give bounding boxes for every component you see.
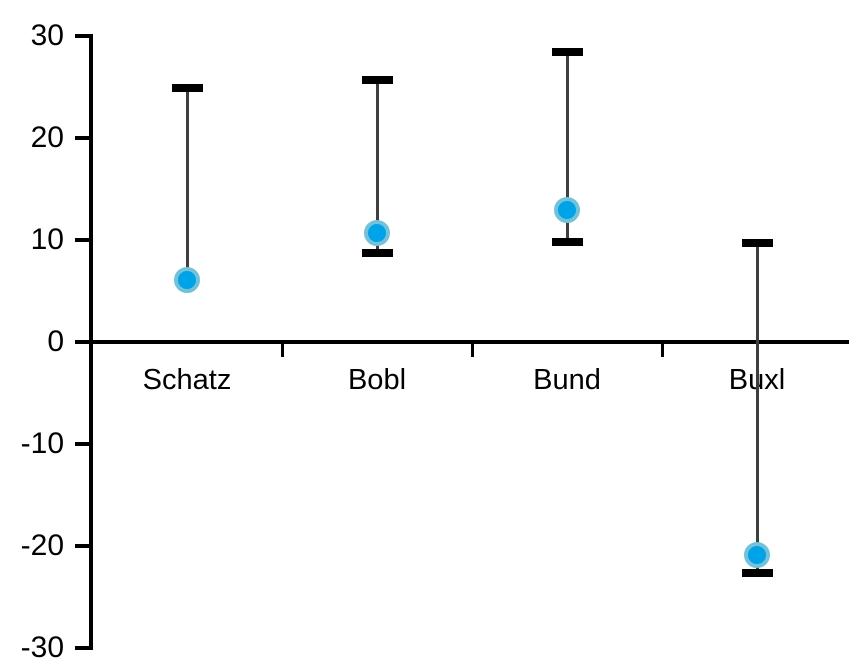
range-high-cap-bobl (361, 76, 393, 84)
range-high-cap-buxl (741, 239, 773, 247)
y-axis-label-0: 0 (47, 325, 64, 358)
range-stem-bund (565, 53, 569, 243)
x-axis-label-buxl: Buxl (657, 363, 852, 397)
x-axis-tick-3 (661, 344, 664, 357)
y-axis-tick-30 (75, 34, 90, 38)
range-low-cap-bobl (361, 249, 393, 257)
y-axis-tick-neg30 (75, 646, 90, 650)
y-axis-label-10: 10 (30, 223, 64, 256)
range-low-cap-buxl (741, 569, 773, 577)
range-stem-schatz (185, 86, 189, 280)
value-marker-bobl[interactable] (364, 220, 390, 246)
value-marker-schatz[interactable] (174, 267, 200, 293)
value-marker-buxl[interactable] (744, 542, 770, 568)
x-axis-zero-line (89, 340, 849, 344)
x-axis-tick-1 (281, 344, 284, 357)
x-axis-label-bund: Bund (533, 364, 601, 396)
range-stem-bobl (375, 80, 379, 255)
range-high-cap-schatz (171, 84, 203, 92)
x-axis-label-bobl: Bobl (347, 364, 407, 396)
y-axis-tick-20 (75, 136, 90, 140)
y-axis-label-20: 20 (30, 121, 64, 154)
y-axis-label-30: 30 (30, 19, 64, 52)
y-axis-tick-neg20 (75, 544, 90, 548)
y-axis-tick-10 (75, 238, 90, 242)
y-axis-label-neg20: -20 (20, 529, 64, 562)
y-axis-label-neg30: -30 (20, 631, 64, 664)
range-low-cap-bund (551, 238, 583, 246)
y-axis-label-neg10: -10 (20, 427, 64, 460)
y-axis-tick-neg10 (75, 442, 90, 446)
x-axis-tick-2 (471, 344, 474, 357)
range-high-cap-bund (551, 48, 583, 56)
range-stem-buxl (755, 243, 759, 573)
value-marker-bund[interactable] (554, 197, 580, 223)
y-axis-tick-0 (75, 340, 90, 344)
x-axis-label-schatz: Schatz (142, 364, 232, 396)
